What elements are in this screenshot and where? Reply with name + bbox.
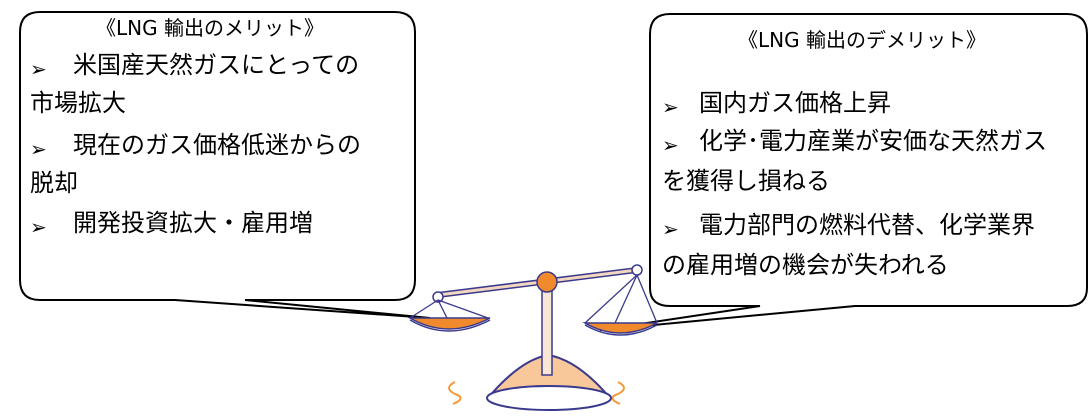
demerit-title: 《LNG 輸出のデメリット》 bbox=[738, 28, 986, 52]
bullet-arrow-icon: ➢ bbox=[662, 217, 679, 241]
bullet-arrow-icon: ➢ bbox=[30, 215, 47, 239]
demerit-item-line: 化学･電力産業が安価な天然ガス bbox=[699, 127, 1047, 155]
scale-pillar bbox=[541, 284, 553, 376]
right-pan bbox=[582, 322, 658, 334]
merit-bubble-outline bbox=[19, 11, 431, 319]
demerit-item-line: の雇用増の機会が失われる bbox=[662, 251, 949, 279]
bullet-arrow-icon: ➢ bbox=[662, 95, 679, 119]
merit-title: 《LNG 輸出のメリット》 bbox=[96, 16, 324, 40]
scale-drawing bbox=[407, 264, 658, 411]
merit-item-line: 開発投資拡大・雇用増 bbox=[73, 209, 313, 237]
scale-knob bbox=[536, 271, 558, 293]
merit-item-line: 市場拡大 bbox=[30, 89, 126, 117]
demerit-item-line: を獲得し損ねる bbox=[662, 167, 830, 195]
demerit-item-line: 電力部門の燃料代替、化学業界 bbox=[699, 211, 1035, 239]
bullet-arrow-icon: ➢ bbox=[30, 57, 47, 81]
bullet-arrow-icon: ➢ bbox=[30, 137, 47, 161]
demerit-item-line: 国内ガス価格上昇 bbox=[699, 89, 891, 117]
merit-item-line: 米国産天然ガスにとっての bbox=[73, 51, 360, 79]
merit-item-line: 脱却 bbox=[30, 169, 78, 197]
merit-item-line: 現在のガス価格低迷からの bbox=[73, 131, 361, 159]
bullet-arrow-icon: ➢ bbox=[662, 133, 679, 157]
demerit-bubble-outline bbox=[599, 13, 1088, 331]
left-pan bbox=[407, 317, 491, 330]
